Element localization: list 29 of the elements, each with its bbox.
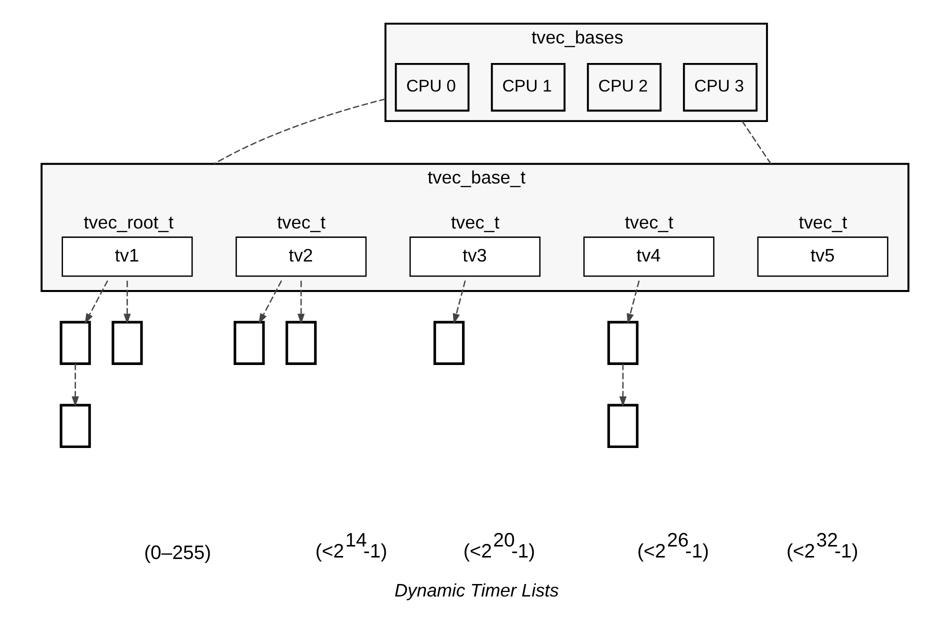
caption: Dynamic Timer Lists <box>394 580 558 600</box>
node-box: CPU 3 <box>682 62 758 112</box>
arrow <box>452 280 466 324</box>
node-box <box>59 404 90 448</box>
node-box <box>233 320 264 365</box>
node-box: CPU 0 <box>394 62 469 112</box>
arrow <box>258 280 282 324</box>
node-box: CPU 2 <box>586 62 662 112</box>
node-box <box>432 320 464 365</box>
node-box <box>111 320 142 365</box>
arrow <box>123 280 130 324</box>
node-label: tvec_t <box>450 212 499 232</box>
node-box <box>285 320 316 365</box>
node-box <box>606 320 638 365</box>
node-label: tvec_t <box>624 212 673 232</box>
node-box: CPU 1 <box>490 62 566 112</box>
connector <box>213 98 386 164</box>
node-label: tvec_t <box>798 212 847 232</box>
arrow <box>71 364 78 407</box>
label: (0–255) <box>144 542 211 564</box>
node-label: tvec_root_t <box>83 212 174 232</box>
arrow <box>296 280 304 324</box>
node-box <box>606 404 638 448</box>
arrow <box>84 280 108 324</box>
arrow <box>618 364 626 407</box>
connector <box>741 120 771 164</box>
arrow <box>626 280 640 324</box>
node-box <box>59 320 90 365</box>
node-label: tvec_t <box>276 212 326 232</box>
